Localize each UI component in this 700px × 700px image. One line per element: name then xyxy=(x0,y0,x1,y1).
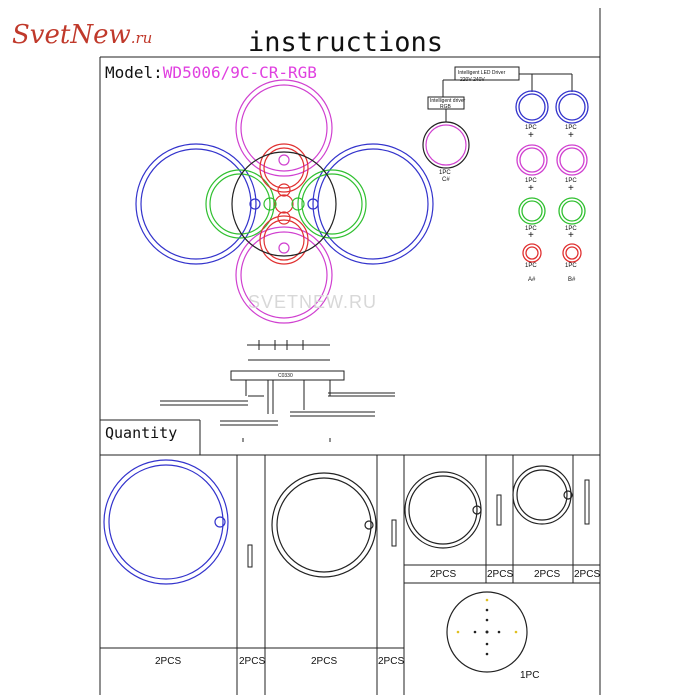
chain-b-plus-2: + xyxy=(568,183,574,194)
qty-label-5: 2PCS xyxy=(430,569,457,580)
chain-b-count-2: 1PC xyxy=(565,178,577,184)
qty-label-1: 2PCS xyxy=(155,656,182,667)
qty-label-2: 2PCS xyxy=(239,656,266,667)
qty-label-3: 2PCS xyxy=(311,656,338,667)
chain-a-tag: A# xyxy=(528,277,536,283)
driver-small-2: RGB xyxy=(440,104,451,110)
chain-b-tag: B# xyxy=(568,277,576,283)
chain-b-count-1: 1PC xyxy=(565,125,577,131)
chain-a-plus-2: + xyxy=(528,183,534,194)
page-title: instructions xyxy=(248,27,444,58)
chain-b-count-3: 1PC xyxy=(565,226,577,232)
watermark: SVETNEW.RU xyxy=(248,292,378,312)
chain-b-plus-3: + xyxy=(568,230,574,241)
chain-b-plus-1: + xyxy=(568,130,574,141)
qty-label-9: 1PC xyxy=(520,670,540,681)
brand-logo: SvetNew.ru xyxy=(12,20,152,50)
brand-suffix: .ru xyxy=(130,29,153,47)
chain-a-plus-3: + xyxy=(528,230,534,241)
center-tag: C# xyxy=(442,177,450,183)
quantity-heading: Quantity xyxy=(105,424,178,442)
driver-label-1: Intelligent LED Driver xyxy=(458,70,506,76)
chain-a-count-4: 1PC xyxy=(525,263,537,269)
qty-label-4: 2PCS xyxy=(378,656,405,667)
driver-small-1: Intelligent driver xyxy=(430,98,466,104)
chain-a-count-1: 1PC xyxy=(525,125,537,131)
qty-label-6: 2PCS xyxy=(487,569,514,580)
model-value: WD5006/9C-CR-RGB xyxy=(162,63,317,82)
chain-a-count-3: 1PC xyxy=(525,226,537,232)
chain-a-plus-1: + xyxy=(528,130,534,141)
center-count: 1PC xyxy=(439,170,451,176)
canopy-code: C0330 xyxy=(278,373,293,379)
chain-a-count-2: 1PC xyxy=(525,178,537,184)
chain-b-count-4: 1PC xyxy=(565,263,577,269)
model-label: Model: xyxy=(105,63,163,82)
driver-label-2: 220V 240V xyxy=(460,77,485,83)
qty-label-8: 2PCS xyxy=(574,569,601,580)
brand-name: SvetNew xyxy=(12,20,131,50)
qty-label-7: 2PCS xyxy=(534,569,561,580)
model-line: Model:WD5006/9C-CR-RGB xyxy=(105,63,317,82)
